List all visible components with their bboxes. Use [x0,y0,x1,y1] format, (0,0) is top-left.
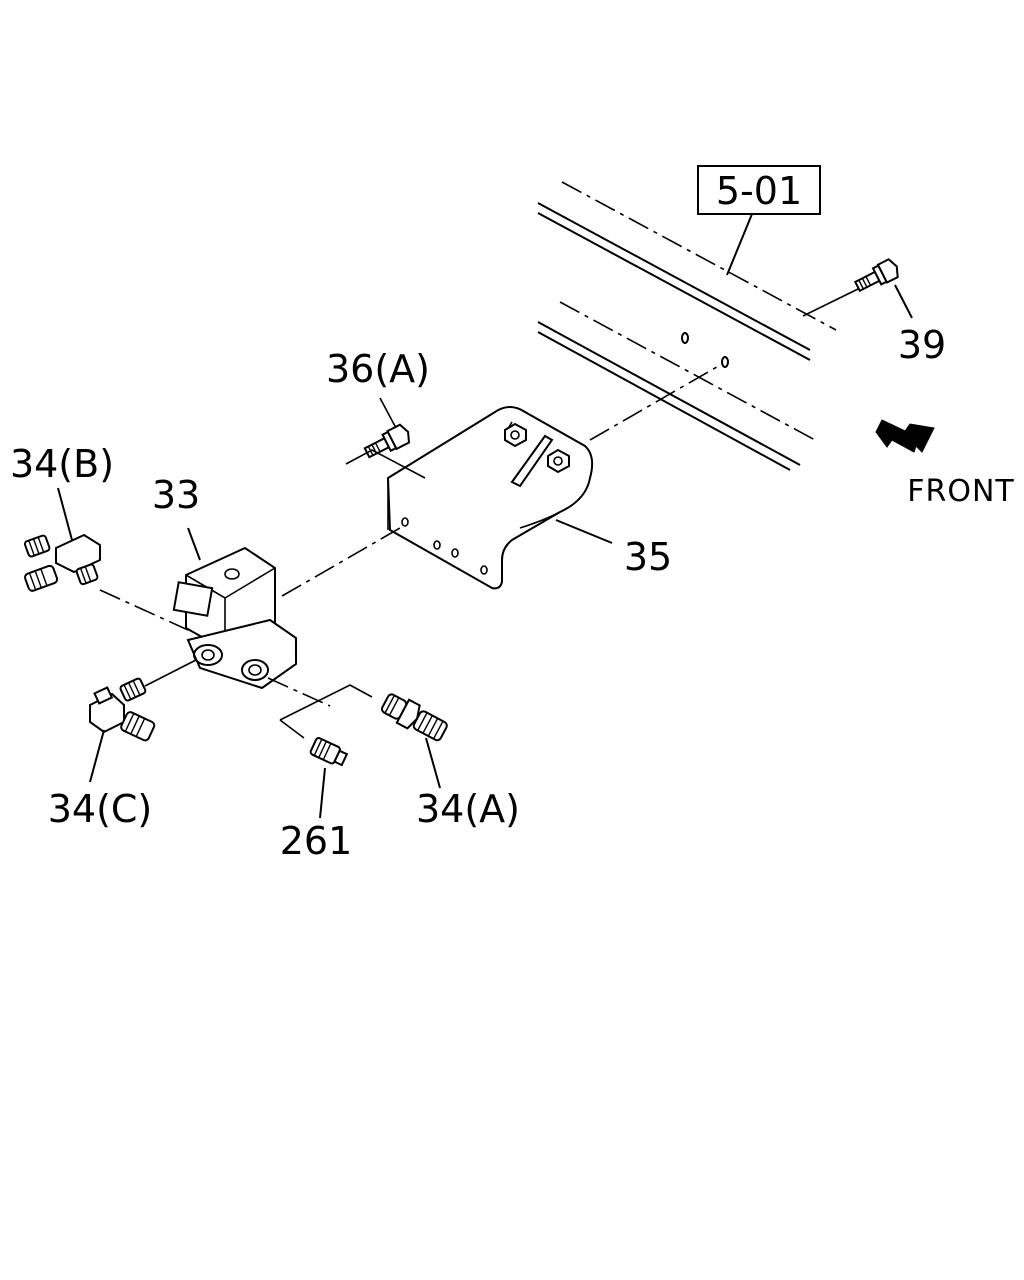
bolt-39: 39 [802,258,946,367]
front-direction-arrow-icon [875,419,935,453]
valve-33-label: 33 [152,473,200,517]
fitting-34c: 34(C) [48,659,197,831]
frame-rail [537,181,837,471]
reference-label: 5-01 [716,169,802,213]
fitting-34a: 34(A) [380,693,520,831]
bracket-35: 35 [386,363,723,590]
bolt-36a-label: 36(A) [326,347,430,391]
solenoid-valve-33: 33 [99,473,297,690]
reference-box-5-01: 5-01 [697,165,821,276]
front-label: FRONT [907,474,1014,509]
front-direction: FRONT [875,419,1014,509]
fitting-34a-label: 34(A) [416,787,520,831]
plug-261: 261 [267,677,373,863]
fitting-34c-label: 34(C) [48,787,153,831]
fitting-34b: 34(B) [10,442,114,592]
bracket-35-label: 35 [624,535,672,579]
plug-261-label: 261 [280,819,353,863]
fitting-34b-label: 34(B) [10,442,114,486]
bolt-36a: 36(A) [281,347,430,597]
bolt-39-label: 39 [898,323,946,367]
